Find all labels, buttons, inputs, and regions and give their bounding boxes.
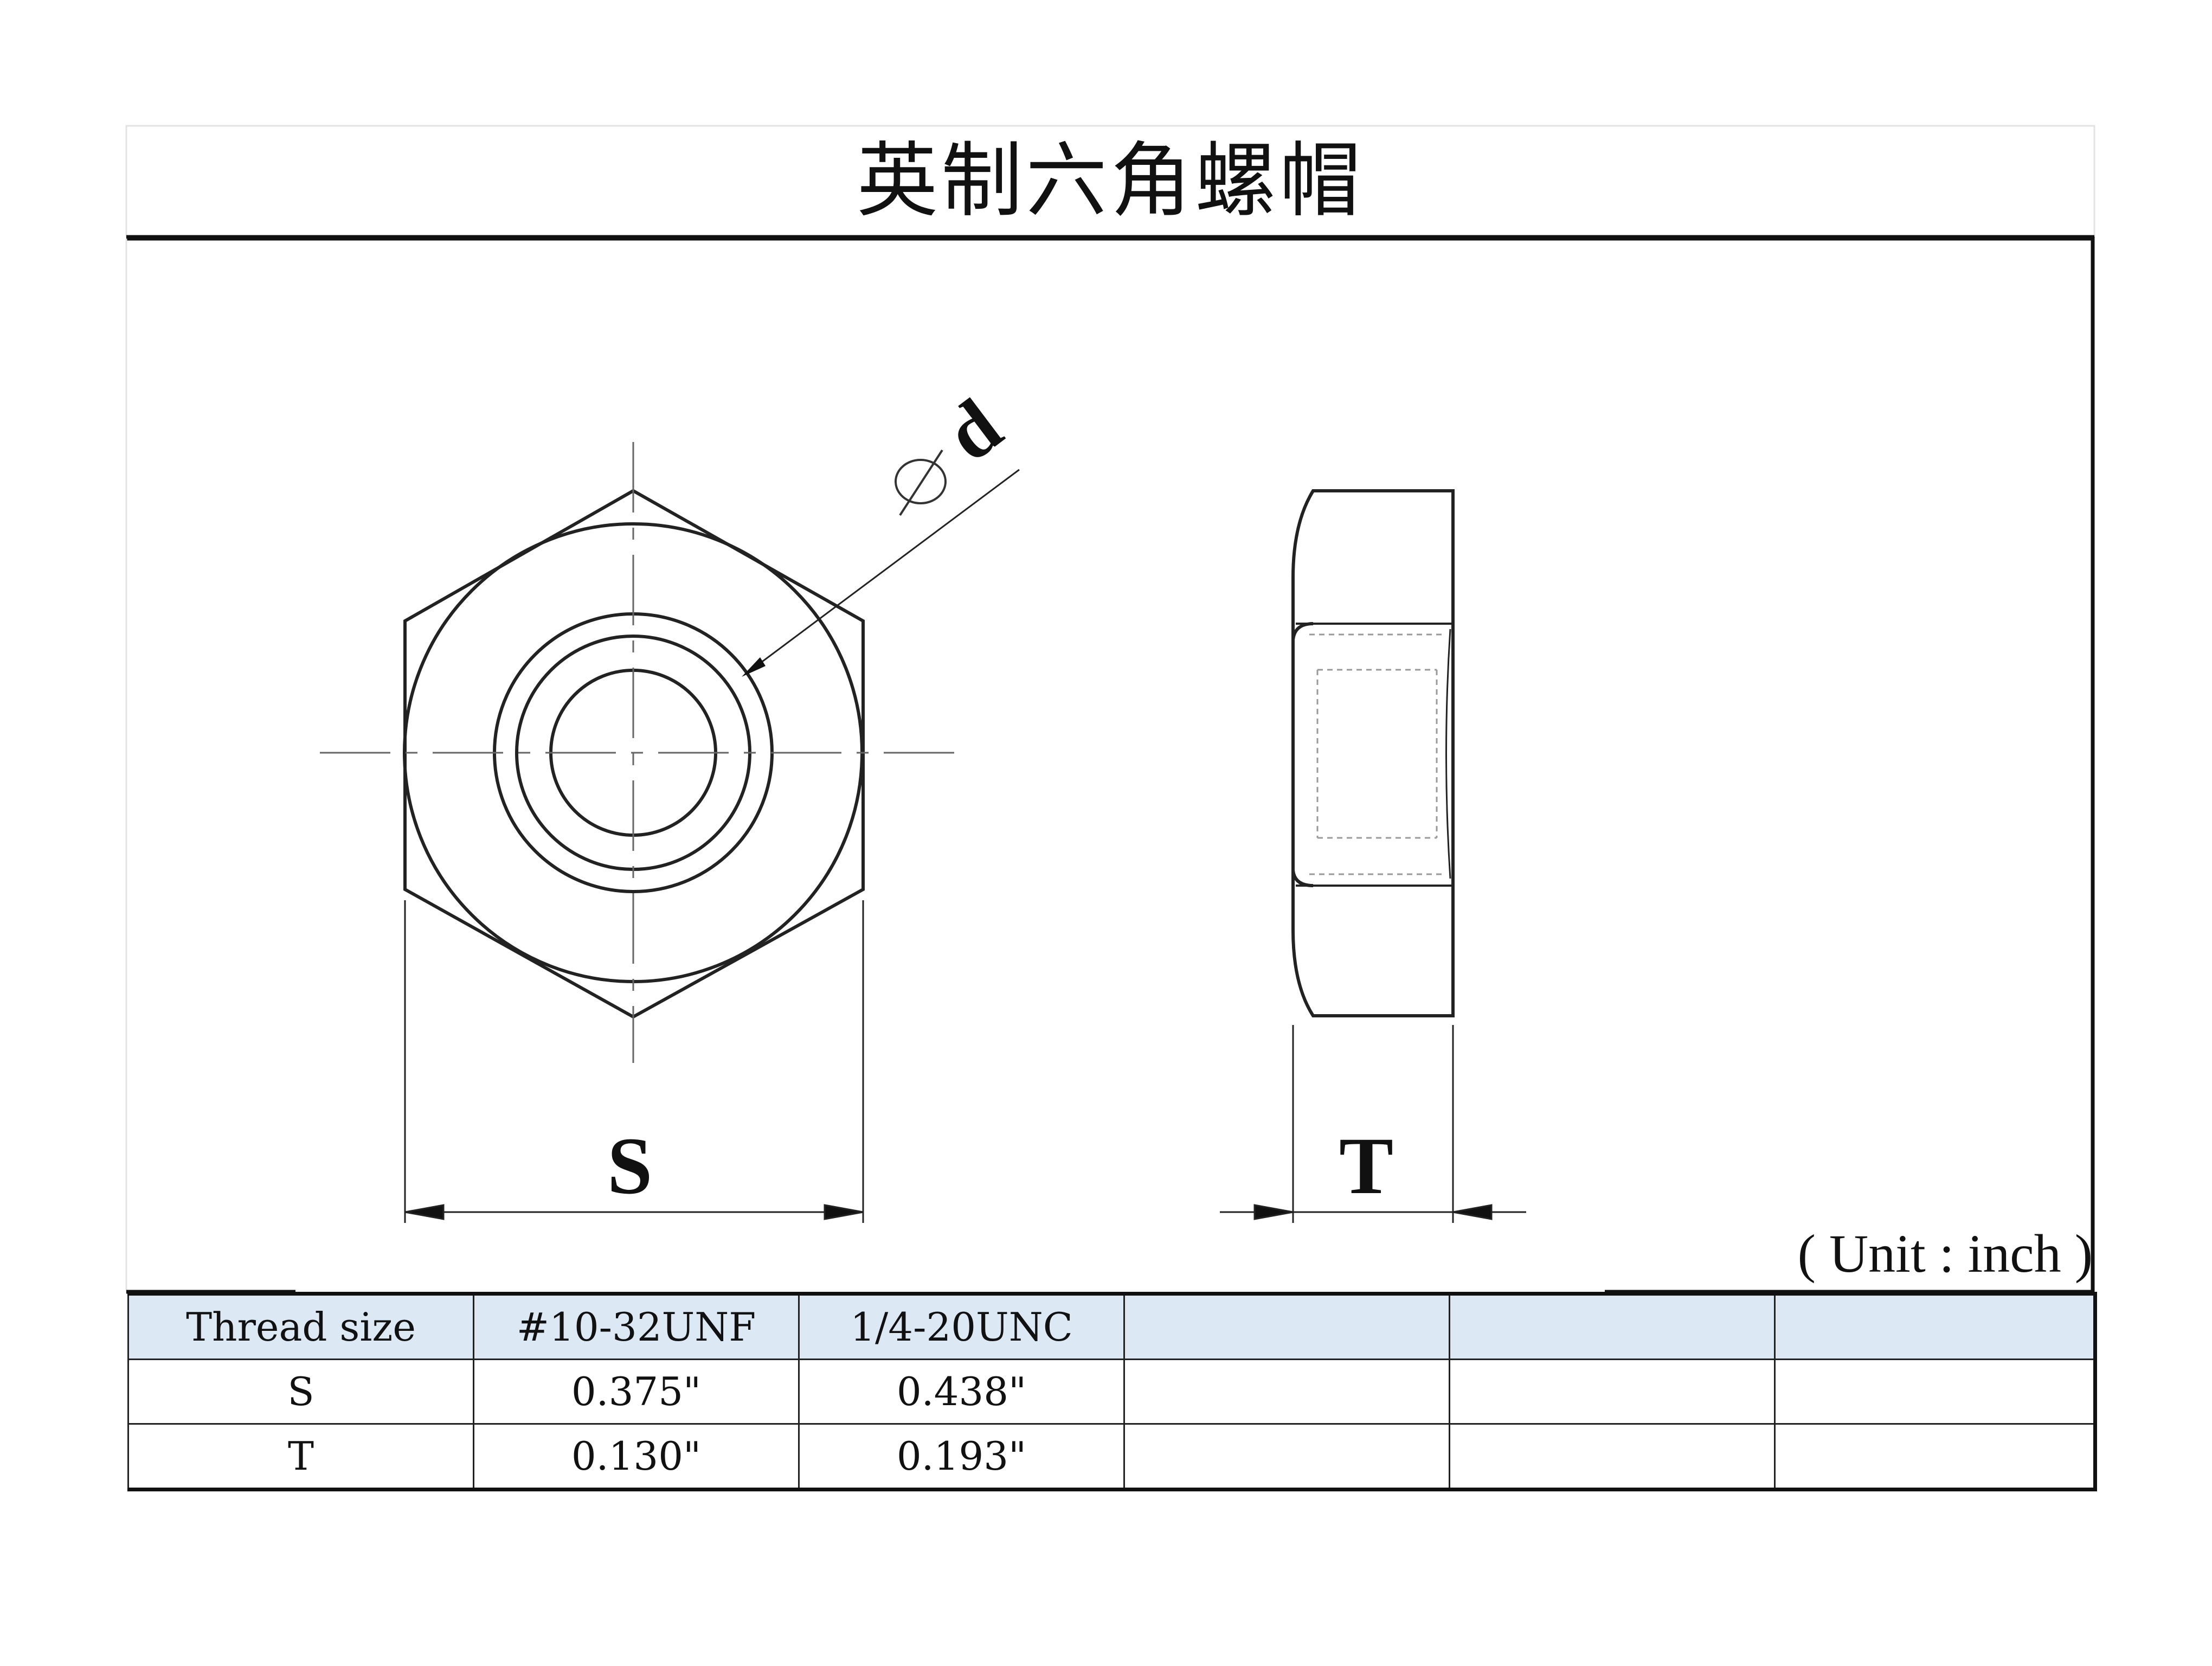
- table-cell: 0.130": [473, 1423, 800, 1491]
- table-cell: [1774, 1423, 2097, 1491]
- spec-table: Thread size #10-32UNF 1/4-20UNC S 0.375"…: [127, 1292, 2097, 1491]
- table-cell: [1449, 1359, 1776, 1425]
- s-dimension: [404, 900, 864, 1223]
- table-cell: S: [127, 1359, 474, 1425]
- table-cell: [1123, 1359, 1450, 1425]
- table-row: T 0.130" 0.193": [127, 1423, 2097, 1491]
- table-cell: T: [127, 1423, 474, 1491]
- unit-note: ( Unit : inch ): [1797, 1223, 2093, 1284]
- table-header-cell: [1449, 1292, 1776, 1360]
- side-outline: [1291, 489, 1455, 1017]
- table-header-cell: [1123, 1292, 1450, 1360]
- table-row: S 0.375" 0.438": [127, 1359, 2097, 1425]
- table-header-row: Thread size #10-32UNF 1/4-20UNC: [127, 1292, 2097, 1360]
- diameter-symbol-icon: [895, 459, 947, 504]
- table-header-cell: [1774, 1292, 2097, 1360]
- table-header-cell: #10-32UNF: [473, 1292, 800, 1360]
- dimension-label-s: S: [607, 1121, 653, 1211]
- side-view: [1291, 489, 1455, 1017]
- t-dimension: [1220, 1025, 1526, 1223]
- table-cell: [1774, 1359, 2097, 1425]
- hidden-thread-lines: [1309, 633, 1442, 875]
- diameter-leader: [742, 449, 1020, 677]
- table-header-cell: 1/4-20UNC: [798, 1292, 1125, 1360]
- dimension-label-t: T: [1339, 1121, 1394, 1211]
- table-cell: 0.375": [473, 1359, 800, 1425]
- table-cell: [1123, 1423, 1450, 1491]
- center-lines: [320, 442, 954, 1063]
- table-cell: [1449, 1423, 1776, 1491]
- table-header-cell: Thread size: [127, 1292, 474, 1360]
- page-title: 英制六角螺帽: [856, 134, 1364, 228]
- table-cell: 0.193": [798, 1423, 1125, 1491]
- table-cell: 0.438": [798, 1359, 1125, 1425]
